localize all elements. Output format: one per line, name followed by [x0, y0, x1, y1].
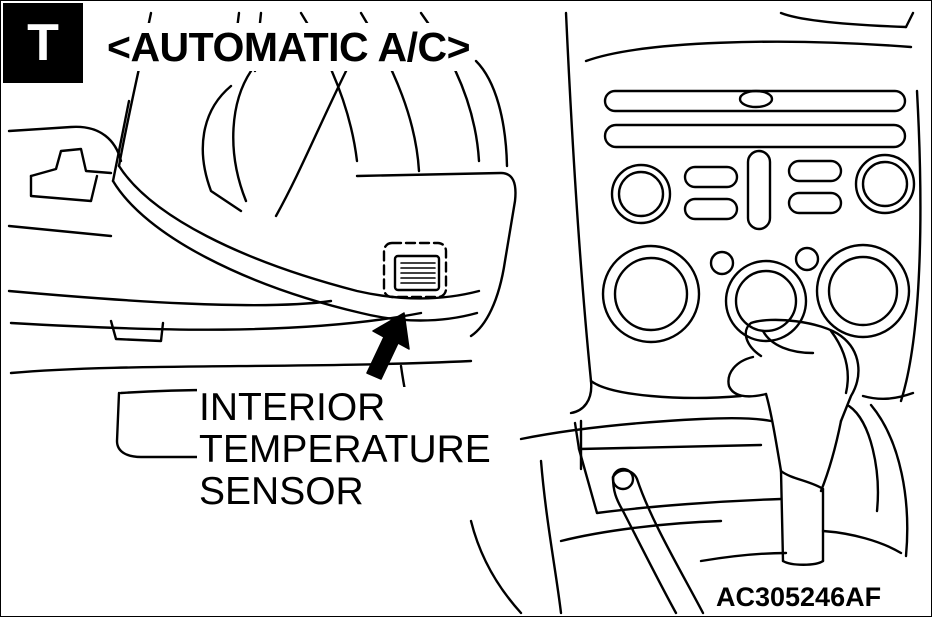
diagram-title: <AUTOMATIC A/C> — [105, 23, 473, 71]
callout-line-2: TEMPERATURE — [199, 428, 491, 471]
component-callout-label: INTERIOR TEMPERATURE SENSOR — [197, 387, 497, 513]
figure-id: AC305246AF — [713, 581, 885, 613]
section-badge: T — [3, 3, 83, 83]
shift-lever — [727, 318, 860, 566]
interior-temperature-sensor — [382, 241, 448, 299]
callout-line-3: SENSOR — [199, 470, 364, 513]
lower-console — [469, 416, 903, 615]
pointer-arrow — [366, 312, 410, 380]
callout-line-1: INTERIOR — [199, 386, 386, 429]
center-console — [564, 11, 922, 558]
